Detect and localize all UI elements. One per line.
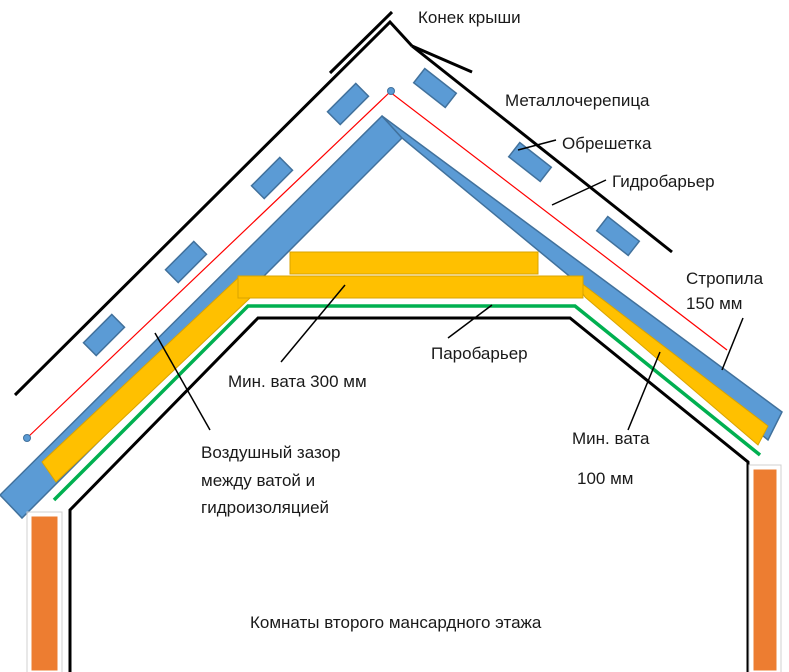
leader-metal-tile	[411, 45, 473, 73]
batten	[507, 141, 553, 183]
metal-roofing-ridge-cap	[328, 10, 394, 75]
label-rafters-line2: 150 мм	[686, 294, 742, 313]
wall-left-frame	[26, 511, 63, 672]
walls	[26, 464, 782, 672]
label-hydro-barrier: Гидробарьер	[612, 172, 715, 191]
membrane-end-marker	[23, 434, 31, 442]
mineral-wool-300	[237, 251, 584, 299]
hydro-barrier	[23, 87, 728, 442]
label-air-gap-line1: Воздушный зазор	[201, 443, 340, 462]
batten	[595, 215, 641, 257]
battens	[82, 67, 641, 357]
batten	[82, 313, 126, 357]
label-mineral-wool-line2: 100 мм	[577, 469, 633, 488]
vapor-barrier	[52, 304, 762, 502]
label-rooms: Комнаты второго мансардного этажа	[250, 613, 542, 632]
labels: Конек крыши Металлочерепица Обрешетка Ги…	[201, 8, 764, 632]
metal-roofing-left	[13, 19, 414, 397]
leader-lines	[154, 45, 744, 431]
metal-roofing	[13, 10, 673, 397]
wall-left	[28, 513, 61, 672]
leader-wool-300	[280, 284, 346, 363]
wall-right	[750, 466, 780, 672]
leader-battens	[517, 139, 557, 151]
batten	[164, 240, 208, 284]
label-mineral-wool-300: Мин. вата 300 мм	[228, 372, 367, 391]
label-air-gap-line3: гидроизоляцией	[201, 498, 329, 517]
label-mineral-wool-line1: Мин. вата	[572, 429, 650, 448]
membrane-end-marker	[387, 87, 395, 95]
wall-right-frame	[748, 464, 782, 672]
leader-hydro-barrier	[551, 179, 607, 206]
mineral-wool-main-board	[237, 275, 584, 299]
leader-vapor	[447, 304, 493, 339]
label-battens: Обрешетка	[562, 134, 652, 153]
label-rafters-line1: Стропила	[686, 269, 764, 288]
leader-rafters	[721, 317, 744, 371]
batten	[412, 67, 458, 109]
metal-roofing-right	[411, 44, 673, 254]
leader-wool-100	[627, 351, 661, 431]
leader-air-gap	[154, 332, 211, 431]
label-air-gap-line2: между ватой и	[201, 471, 315, 490]
batten	[326, 82, 370, 126]
mineral-wool-top-board	[289, 251, 539, 275]
label-vapor-barrier: Паробарьер	[431, 344, 528, 363]
batten	[250, 156, 294, 200]
label-metal-tile: Металлочерепица	[505, 91, 650, 110]
room-outline	[68, 316, 750, 672]
label-ridge: Конек крыши	[418, 8, 521, 27]
